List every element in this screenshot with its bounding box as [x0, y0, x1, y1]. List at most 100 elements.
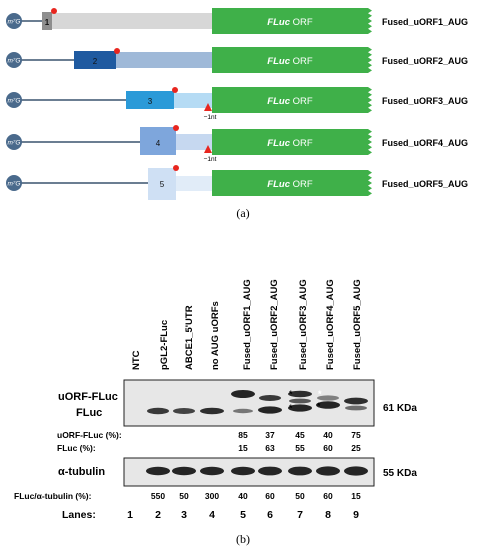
- lanes-row: Lanes: 1 2 3 4 5 6 7 8 9: [62, 509, 359, 521]
- lanes-label: Lanes:: [62, 509, 96, 521]
- lane-header: Fused_uORF2_AUG: [269, 279, 280, 370]
- uorf-fluc-value: 37: [265, 430, 275, 440]
- start-codon-dot: [172, 87, 178, 93]
- start-codon-dot: [114, 48, 120, 54]
- blot-bands: [146, 466, 368, 476]
- uorf-number: 1: [45, 18, 50, 27]
- lane-number: 8: [325, 509, 331, 521]
- lane-number: 1: [127, 509, 133, 521]
- lane-number: 5: [240, 509, 246, 521]
- fluc-orf: FLuc ORF: [212, 129, 372, 155]
- fluc-orf-label: FLuc ORF: [267, 179, 313, 190]
- svg-text:m⁷G: m⁷G: [8, 181, 21, 188]
- ratio-value: 40: [238, 491, 248, 501]
- construct-name: Fused_uORF5_AUG: [382, 179, 468, 189]
- uorf-box: [140, 127, 176, 155]
- uorf-number: 4: [156, 139, 161, 148]
- svg-text:m⁷G: m⁷G: [8, 98, 21, 105]
- construct-4: 4 FLuc ORF −1nt m⁷G Fused_uORF4_AUG: [6, 125, 468, 163]
- lane-header: NTC: [131, 350, 142, 370]
- fluc-value: 25: [351, 443, 361, 453]
- uorf-number: 2: [93, 57, 98, 66]
- lane-number: 2: [155, 509, 161, 521]
- lane-number: 7: [297, 509, 303, 521]
- lane-header: Fused_uORF1_AUG: [242, 279, 253, 370]
- blot-tubulin: α-tubulin 55 KDa: [58, 457, 417, 487]
- lane-headers: NTC pGL2-FLuc ABCE1_5'UTR no AUG uORFs F…: [131, 279, 363, 370]
- ratio-label: FLuc/α-tubulin (%):: [14, 491, 92, 501]
- construct-name: Fused_uORF2_AUG: [382, 56, 468, 66]
- start-codon-dot: [51, 8, 57, 14]
- caption-a: (a): [236, 206, 249, 220]
- lane-header: Fused_uORF5_AUG: [352, 279, 363, 370]
- construct-name: Fused_uORF1_AUG: [382, 17, 468, 27]
- ratio-value: 60: [323, 491, 333, 501]
- blot2-label: α-tubulin: [58, 466, 105, 478]
- star-marker: *: [289, 403, 293, 413]
- start-codon-dot: [173, 165, 179, 171]
- lane-number: 4: [209, 509, 215, 521]
- percentage-rows: uORF-FLuc (%): FLuc (%): 85 37 45 40 75 …: [57, 430, 361, 453]
- star-marker: *: [318, 389, 322, 399]
- uorf-box: [126, 91, 174, 109]
- fluc-value: 15: [238, 443, 248, 453]
- blot1-label-top: uORF-FLuc: [58, 391, 118, 403]
- ratio-value: 60: [265, 491, 275, 501]
- fluc-value: 55: [295, 443, 305, 453]
- lane-header: Fused_uORF3_AUG: [298, 279, 309, 370]
- fluc-label: FLuc (%):: [57, 443, 96, 453]
- uorf-box: [42, 12, 52, 30]
- cap: m⁷G: [6, 175, 22, 191]
- construct-2: 2 FLuc ORF m⁷G Fused_uORF2_AUG: [6, 47, 468, 73]
- svg-text:m⁷G: m⁷G: [8, 58, 21, 65]
- cap: m⁷G: [6, 134, 22, 150]
- fluc-orf: FLuc ORF: [212, 87, 372, 113]
- blot-bands: [147, 390, 368, 415]
- ratio-row: FLuc/α-tubulin (%): 550 50 300 40 60 50 …: [14, 491, 361, 501]
- star-marker: *: [317, 401, 321, 411]
- uorf-extension: [42, 13, 212, 29]
- frameshift-label: −1nt: [204, 156, 217, 163]
- ratio-value: 15: [351, 491, 361, 501]
- fluc-orf-label: FLuc ORF: [267, 56, 313, 67]
- construct-5: 5 FLuc ORF m⁷G Fused_uORF5_AUG: [6, 165, 468, 200]
- fluc-value: 60: [323, 443, 333, 453]
- svg-text:m⁷G: m⁷G: [8, 140, 21, 147]
- uorf-fluc-label: uORF-FLuc (%):: [57, 430, 122, 440]
- fluc-orf: FLuc ORF: [212, 8, 372, 34]
- lane-number: 6: [267, 509, 273, 521]
- uorf-box: [148, 168, 176, 200]
- fluc-value: 63: [265, 443, 275, 453]
- blot2-size: 55 KDa: [383, 468, 417, 479]
- lane-header: ABCE1_5'UTR: [184, 305, 195, 370]
- panel-a: 1 FLuc ORF m⁷G Fused_uORF1_AUG 2 FLuc OR…: [6, 8, 468, 220]
- blot1-size: 61 KDa: [383, 403, 417, 414]
- lane-header: pGL2-FLuc: [159, 320, 170, 370]
- blot1-label-bottom: FLuc: [76, 407, 102, 419]
- frameshift-triangle: [204, 103, 212, 111]
- caption-b: (b): [236, 532, 250, 546]
- cap: m⁷G: [6, 13, 22, 29]
- fluc-orf: FLuc ORF: [212, 47, 372, 73]
- panel-b: NTC pGL2-FLuc ABCE1_5'UTR no AUG uORFs F…: [14, 279, 417, 546]
- lane-number: 9: [353, 509, 359, 521]
- construct-name: Fused_uORF3_AUG: [382, 96, 468, 106]
- fluc-orf: FLuc ORF: [212, 170, 372, 196]
- star-marker: *: [289, 389, 293, 399]
- lane-header: no AUG uORFs: [210, 301, 221, 370]
- construct-3: 3 FLuc ORF −1nt m⁷G Fused_uORF3_AUG: [6, 87, 468, 121]
- fluc-orf-label: FLuc ORF: [267, 17, 313, 28]
- fluc-orf-label: FLuc ORF: [267, 138, 313, 149]
- uorf-number: 5: [160, 180, 165, 189]
- frameshift-triangle: [204, 145, 212, 153]
- blot-fluc: * * * * uORF-FLuc FLuc 61 KDa: [58, 379, 417, 427]
- ratio-value: 50: [179, 491, 189, 501]
- svg-text:m⁷G: m⁷G: [8, 19, 21, 26]
- uorf-fluc-value: 75: [351, 430, 361, 440]
- uorf-fluc-value: 45: [295, 430, 305, 440]
- cap: m⁷G: [6, 92, 22, 108]
- lane-header: Fused_uORF4_AUG: [325, 279, 336, 370]
- construct-name: Fused_uORF4_AUG: [382, 138, 468, 148]
- ratio-value: 50: [295, 491, 305, 501]
